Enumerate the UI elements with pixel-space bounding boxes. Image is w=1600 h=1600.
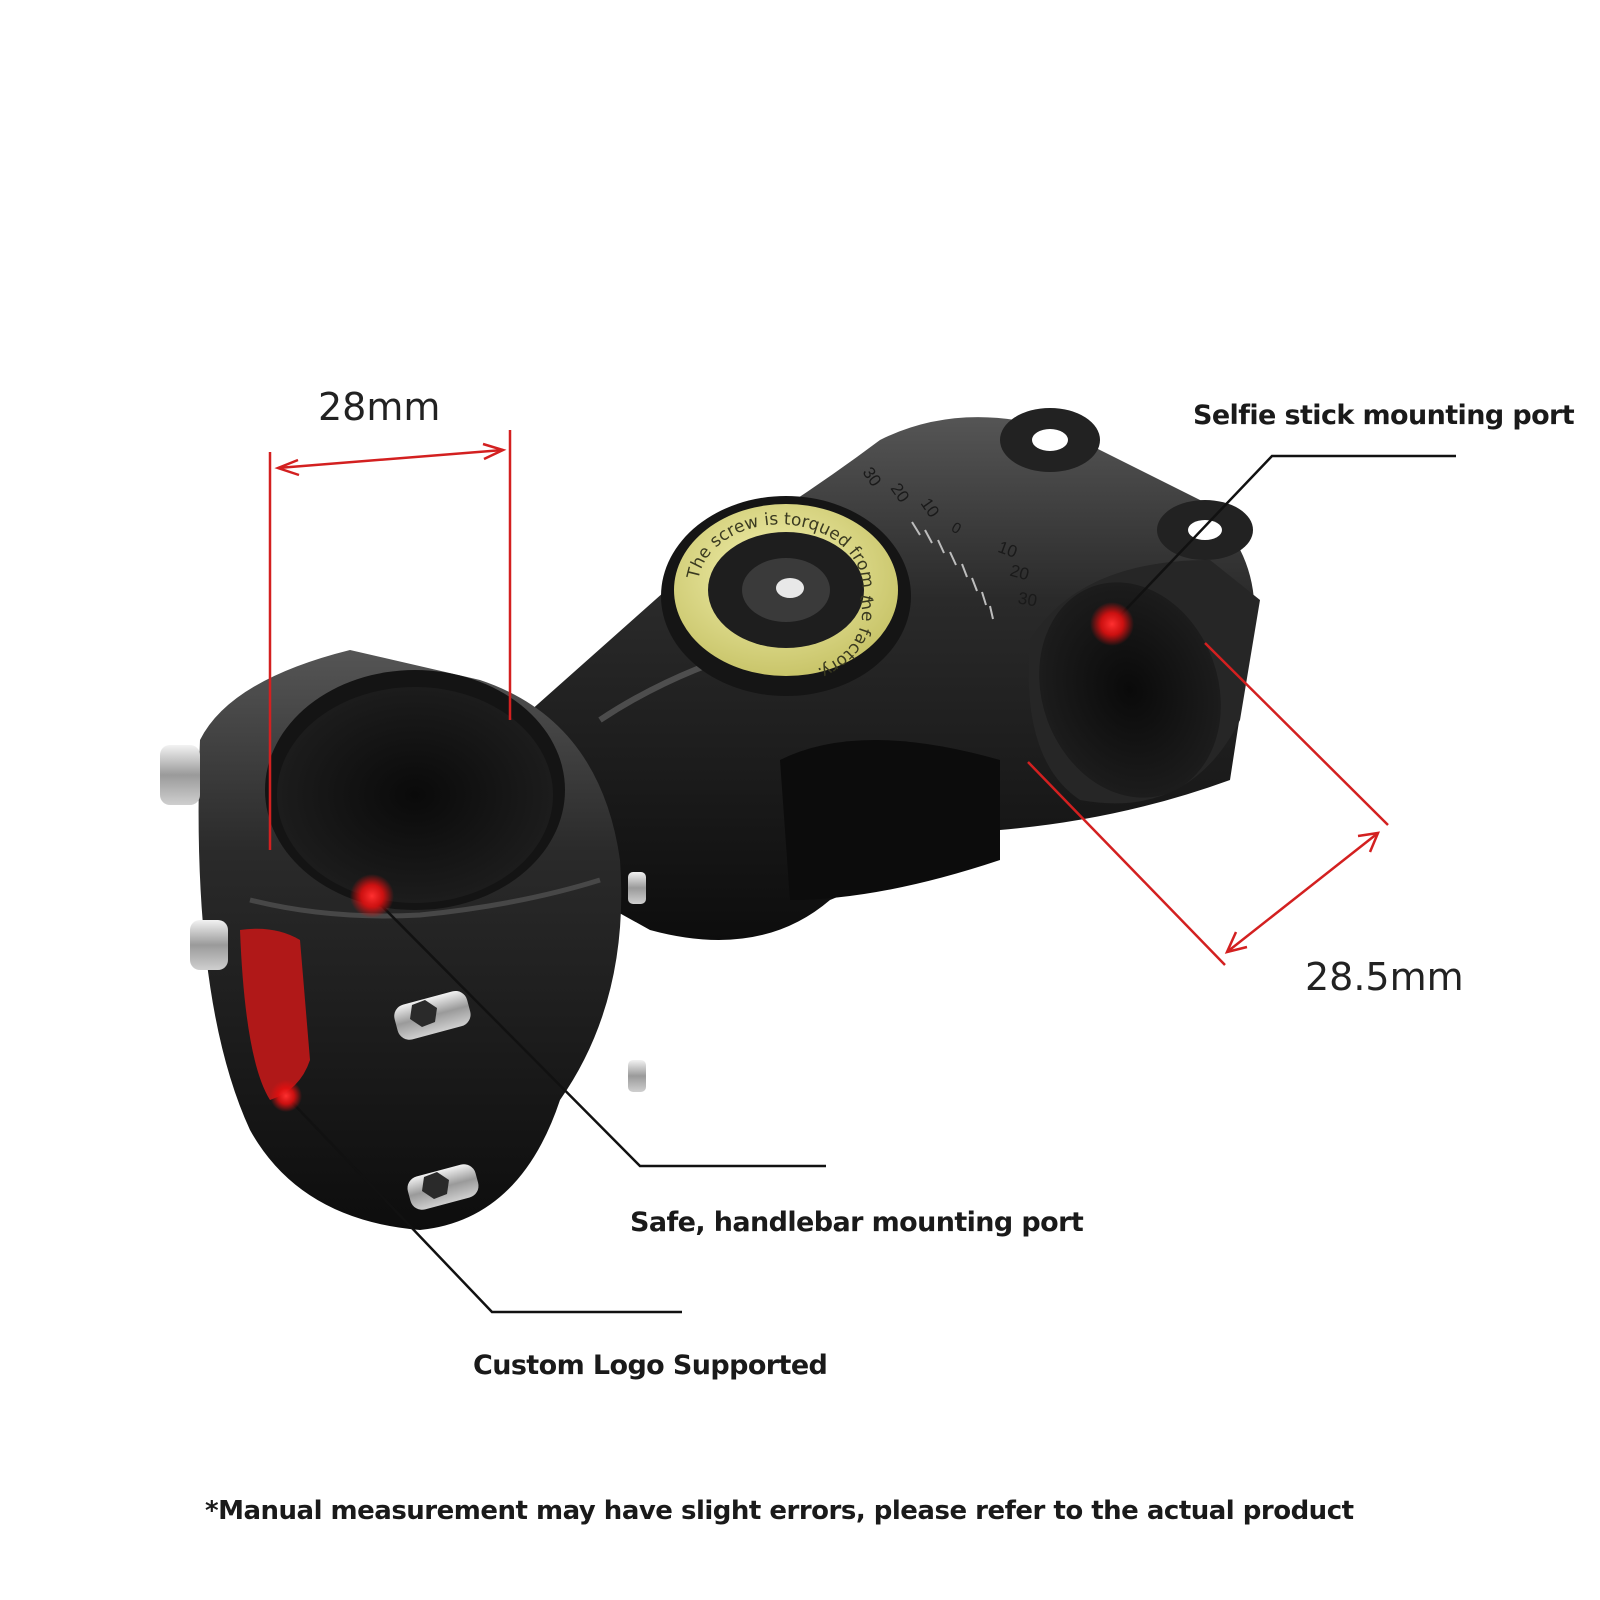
angle-scale: [911, 521, 994, 620]
torque-cap: [661, 496, 911, 696]
hotspot-selfie-port: [1090, 602, 1134, 646]
hotspot-handlebar-port: [350, 874, 394, 918]
clamp-bolts: [160, 745, 646, 1210]
dimension-label-28-5mm: 28.5mm: [1305, 955, 1464, 999]
hotspot-custom-logo: [270, 1080, 302, 1112]
callout-selfie-port: Selfie stick mounting port: [1193, 400, 1575, 431]
dimension-28-5mm: [1027, 642, 1389, 966]
stem-body: [520, 417, 1255, 941]
callout-custom-logo: Custom Logo Supported: [473, 1350, 828, 1381]
logo-area: [240, 928, 310, 1100]
right-clamp: [1028, 560, 1260, 804]
leader-lines: [285, 454, 1456, 1314]
scale-label: 30: [1016, 588, 1039, 611]
footnote: *Manual measurement may have slight erro…: [205, 1496, 1354, 1526]
callout-handlebar-port: Safe, handlebar mounting port: [630, 1207, 1084, 1238]
dimension-label-28mm: 28mm: [318, 385, 441, 429]
left-clamp: [198, 650, 622, 1230]
cap-text: The screw is torqued from the factory.: [683, 509, 877, 683]
dimension-28mm: [268, 430, 512, 850]
